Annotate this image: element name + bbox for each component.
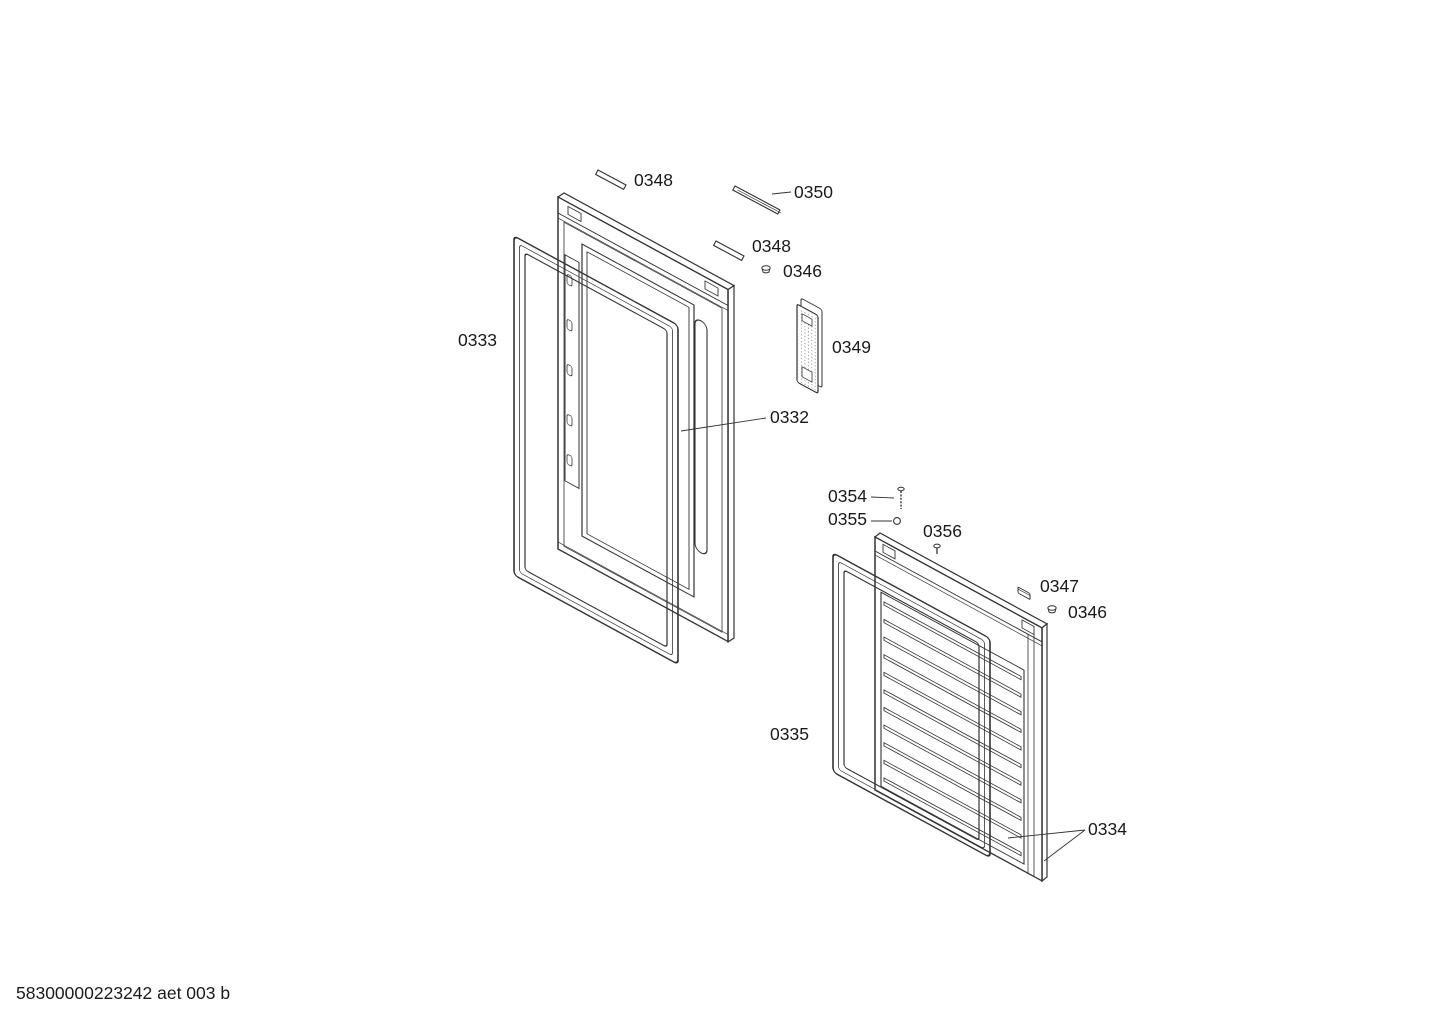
part-label-0346-b: 0346 [1068,602,1107,622]
drawing-number: 58300000223242 aet 003 b [16,983,230,1003]
cap-0346-lower [1047,605,1057,614]
screw-0356 [933,543,941,554]
screw-0354 [897,486,905,509]
part-label-0332: 0332 [770,407,809,427]
part-label-0346-a: 0346 [783,261,822,281]
part-label-0356: 0356 [923,521,962,541]
part-label-0350: 0350 [794,182,833,202]
upper-door-panel [557,195,729,643]
upper-door-hinge-rail [564,254,580,490]
clip-0347 [1017,586,1031,600]
cap-0346-upper [761,265,771,274]
part-label-0348-a: 0348 [634,170,673,190]
trim-strip-0350 [732,185,782,215]
lower-door-gasket [832,553,991,857]
part-label-0333: 0333 [458,330,497,350]
sealing-strip-top-right [712,240,745,262]
lower-door-panel [874,535,1043,883]
part-label-0348-b: 0348 [752,236,791,256]
upper-door-gasket [513,236,679,664]
sealing-strip-top-left [594,169,627,191]
part-label-0354: 0354 [828,486,867,506]
upper-door-handle-bar [694,319,708,555]
part-label-0347: 0347 [1040,576,1079,596]
control-module-0349 [796,298,823,394]
washer-0355 [893,517,901,525]
part-label-0334: 0334 [1088,819,1127,839]
part-label-0335: 0335 [770,724,809,744]
part-label-0355: 0355 [828,509,867,529]
part-label-0349: 0349 [832,337,871,357]
leader-lines [680,191,1086,862]
vent-slats [883,601,1022,857]
